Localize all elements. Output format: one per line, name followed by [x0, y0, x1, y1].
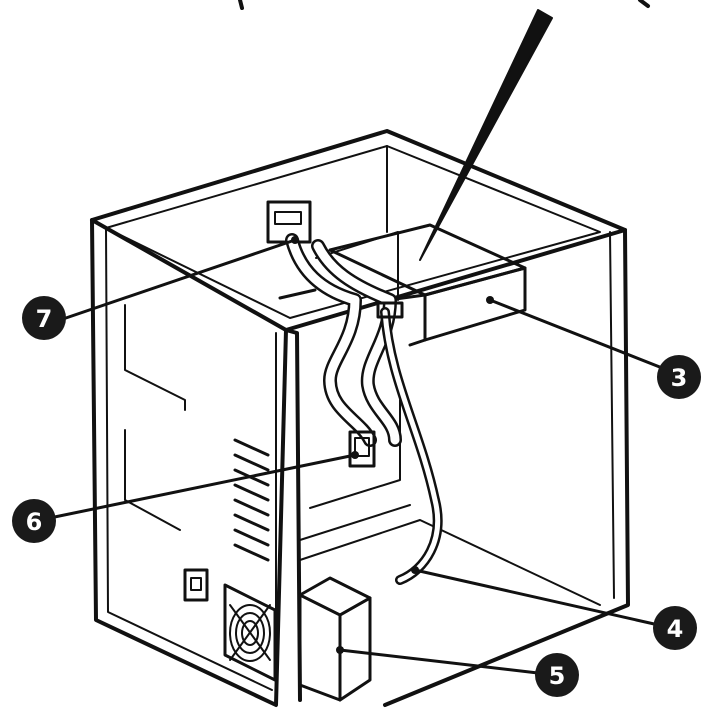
callout-7: 7	[22, 296, 66, 340]
top-right-fragment	[638, 0, 650, 8]
interior-ledge	[278, 288, 317, 300]
leader-7	[58, 238, 297, 322]
callout-5: 5	[535, 653, 579, 697]
case-top-rim-inner	[105, 145, 601, 319]
svg-text:6: 6	[26, 508, 43, 536]
side-panel-cutout-1	[124, 304, 186, 411]
power-cable-plug	[376, 301, 404, 319]
chassis-edge	[284, 328, 302, 702]
top-left-fragment	[238, 0, 244, 10]
interior-floor-line	[299, 504, 411, 541]
connector-board	[348, 430, 376, 468]
interior-floor	[299, 519, 601, 606]
drive-bay-front	[423, 266, 527, 342]
power-inlet-socket	[190, 577, 202, 591]
connector-top-inner	[274, 211, 302, 225]
svg-text:5: 5	[549, 662, 566, 690]
power-supply-side	[338, 596, 372, 702]
leader-6	[38, 453, 357, 522]
expansion-slots	[233, 438, 270, 562]
svg-text:7: 7	[36, 305, 53, 333]
leader-5	[338, 648, 557, 677]
case-left-side-inner	[105, 227, 273, 691]
drive-bay-side	[386, 293, 427, 347]
case-right-edge	[609, 231, 615, 599]
callout-4: 4	[653, 606, 697, 650]
side-panel-cutout-2	[124, 429, 181, 531]
leader-4	[413, 568, 674, 630]
leader-3	[488, 298, 682, 377]
callout-3: 3	[657, 355, 701, 399]
power-inlet	[183, 568, 209, 602]
svg-text:3: 3	[671, 364, 688, 392]
svg-text:4: 4	[667, 615, 684, 643]
power-supply-front	[298, 593, 342, 702]
probe-tool	[419, 9, 553, 261]
callout-6: 6	[12, 499, 56, 543]
interior-back-plate-lower	[309, 399, 401, 509]
power-supply-top	[298, 576, 372, 617]
fan-grille	[223, 583, 277, 682]
case-left-side	[90, 218, 288, 707]
